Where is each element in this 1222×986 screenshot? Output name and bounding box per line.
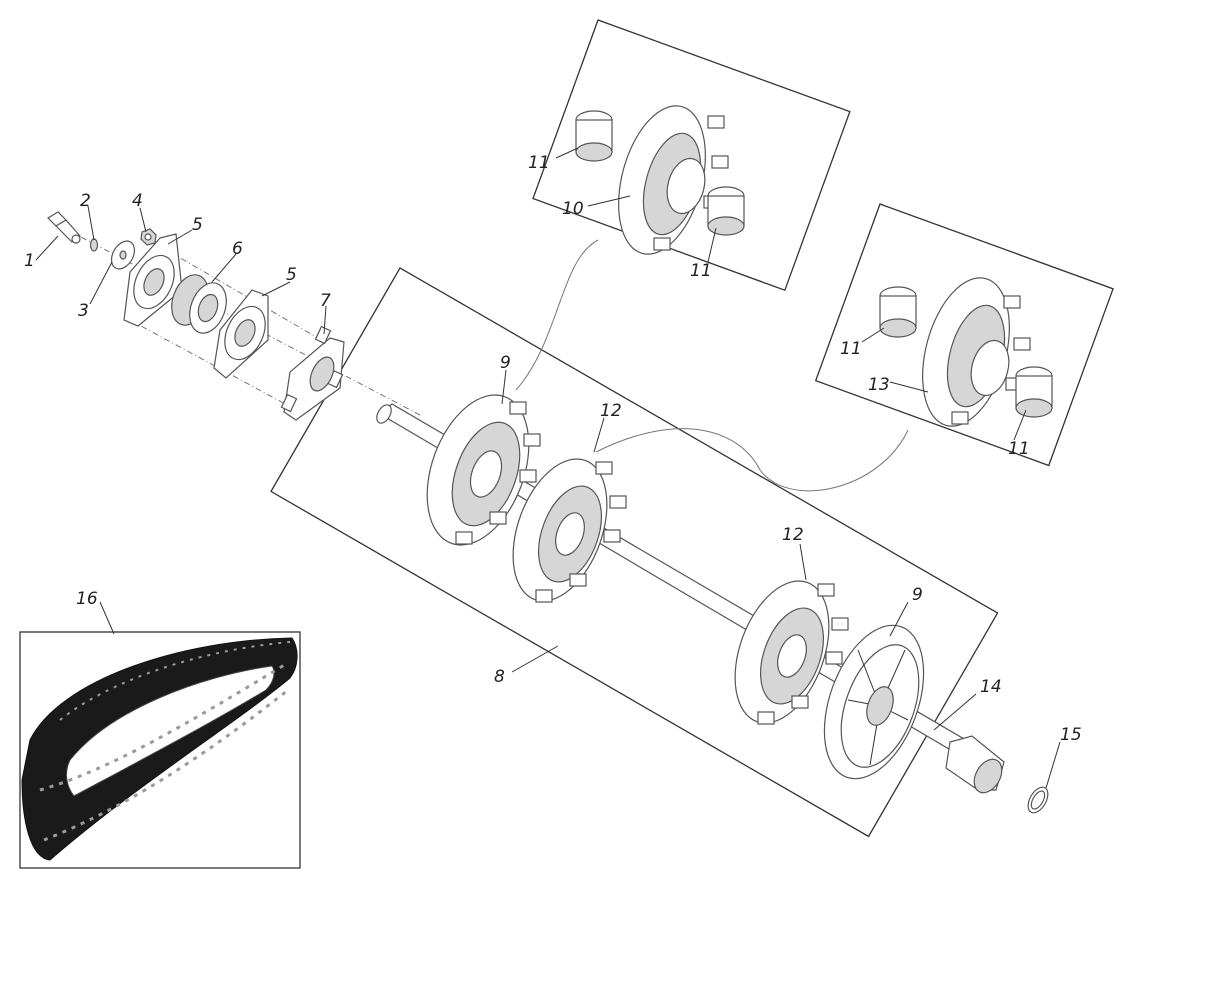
callout-11-c: 11 <box>840 339 862 359</box>
detail-box-sprocket-13 <box>814 203 1114 467</box>
leader-lines <box>35 147 1061 789</box>
callout-5-right: 5 <box>286 265 297 285</box>
track-inset-frame <box>19 631 301 869</box>
callout-11-a: 11 <box>528 153 550 173</box>
sprocket-part-12-right <box>734 580 849 725</box>
connector-curve-10 <box>515 239 599 391</box>
nut-part-4 <box>140 228 157 246</box>
lock-washer-part-2 <box>89 238 99 252</box>
callout-4: 4 <box>132 191 143 211</box>
sprocket-part-10 <box>618 105 729 255</box>
callout-5-left: 5 <box>192 215 203 235</box>
bearing-flange-part-5-right <box>213 289 269 379</box>
callout-1: 1 <box>24 251 35 271</box>
bushing-part-11-d <box>1015 366 1053 418</box>
washer-part-3 <box>110 240 136 270</box>
bearing-part-6 <box>171 274 227 334</box>
callout-9-right: 9 <box>912 585 923 605</box>
callout-16: 16 <box>76 589 98 609</box>
bolt-part-1 <box>47 211 81 244</box>
callout-12-right: 12 <box>782 525 804 545</box>
track-part-16 <box>21 637 298 861</box>
sprocket-part-13 <box>922 277 1031 427</box>
connector-curve-13 <box>595 428 909 492</box>
bushing-part-11-a <box>575 110 613 162</box>
callout-3: 3 <box>78 301 89 321</box>
bearing-flange-part-5-left <box>123 233 183 327</box>
callout-11-b: 11 <box>690 261 712 281</box>
callout-8: 8 <box>494 667 505 687</box>
callout-11-d: 11 <box>1008 439 1030 459</box>
callout-10: 10 <box>562 199 584 219</box>
callout-13: 13 <box>868 375 890 395</box>
callout-12-left: 12 <box>600 401 622 421</box>
callout-6: 6 <box>232 239 243 259</box>
sprocket-part-9-right <box>823 624 925 780</box>
bushing-part-11-b <box>707 186 745 236</box>
sprocket-part-12-left <box>512 458 627 603</box>
circlip-part-15 <box>1027 786 1049 814</box>
stud-plate-part-7 <box>280 325 345 421</box>
callout-15: 15 <box>1060 725 1082 745</box>
bushing-part-11-c <box>879 286 917 338</box>
sprocket-part-9-left <box>426 394 541 546</box>
callout-14: 14 <box>980 677 1002 697</box>
callout-2: 2 <box>80 191 91 211</box>
callout-7: 7 <box>320 291 331 311</box>
callout-9-left: 9 <box>500 353 511 373</box>
